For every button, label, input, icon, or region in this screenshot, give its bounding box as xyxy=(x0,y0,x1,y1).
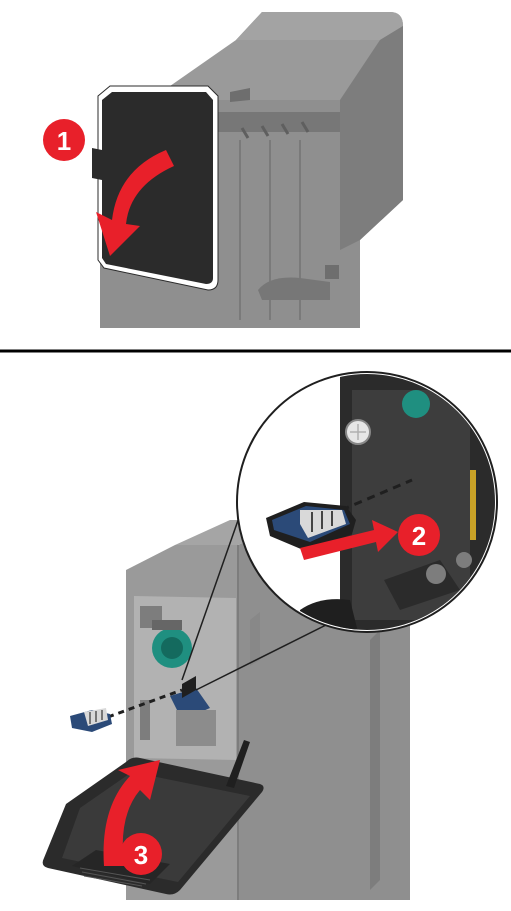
step-1-number: 1 xyxy=(57,126,71,156)
step-2-number: 2 xyxy=(412,521,426,551)
front-door-panel xyxy=(92,86,218,290)
step-2-callout: 2 xyxy=(398,514,440,556)
step-3-number: 3 xyxy=(134,840,148,870)
step-1-callout: 1 xyxy=(43,119,85,161)
panel-insert-and-close: 2 3 xyxy=(43,370,510,900)
staple-cartridge-holder-small xyxy=(70,708,112,732)
step-3-callout: 3 xyxy=(120,833,162,875)
panel-open-door: 1 xyxy=(43,12,403,328)
